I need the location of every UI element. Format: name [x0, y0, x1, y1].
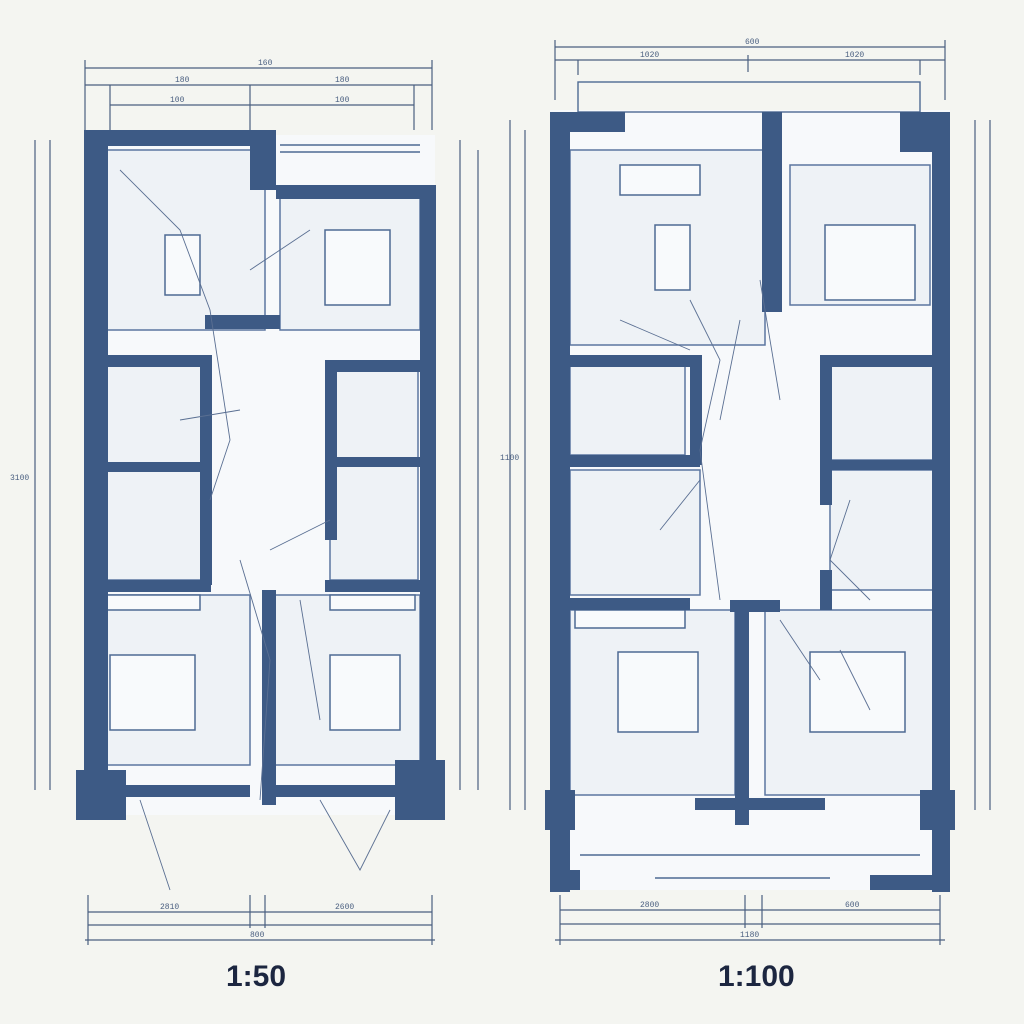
bed: [809, 651, 906, 733]
scale-label-left: 1:50: [226, 960, 287, 993]
bathroom-left: [99, 364, 206, 466]
dim-label: 100: [170, 96, 185, 105]
right-plan-bottom-dimensions: 2800 600 1180: [555, 895, 945, 945]
dim-label: 160: [258, 59, 273, 68]
dim-label: 1020: [640, 51, 659, 60]
left-plan-top-dimensions: 160 180 180 100 100: [84, 59, 433, 130]
dim-label: 600: [845, 901, 860, 910]
dim-label: 3100: [10, 474, 29, 483]
kitchen-left: [99, 469, 206, 581]
bed: [109, 654, 196, 731]
sofa: [164, 234, 201, 296]
dim-label: 180: [335, 76, 350, 85]
left-plan-side-dimensions: 3100: [10, 140, 479, 790]
left-plan-bottom-dimensions: 2810 2600 800: [85, 895, 435, 945]
dim-label: 2600: [335, 903, 354, 912]
bed: [329, 654, 401, 731]
dim-label: 600: [745, 38, 760, 47]
dim-label: 800: [250, 931, 265, 940]
window-seat: [619, 164, 701, 196]
scale-label-right: 1:100: [718, 960, 795, 993]
bathroom-right: [829, 364, 936, 461]
dim-label: 180: [175, 76, 190, 85]
kitchen-right: [829, 469, 936, 591]
right-plan-top-dimensions: 600 1020 1020: [554, 38, 946, 100]
right-plan-side-dimensions: 1100: [500, 120, 991, 810]
wardrobe: [329, 594, 416, 611]
kitchen-left: [569, 469, 701, 596]
bathroom-left: [569, 364, 686, 456]
bed: [617, 651, 699, 733]
dim-label: 2810: [160, 903, 179, 912]
wardrobe: [574, 609, 686, 629]
dim-label: 1100: [500, 454, 519, 463]
bed: [824, 224, 916, 301]
dim-label: 2800: [640, 901, 659, 910]
sofa: [654, 224, 691, 291]
right-floor-plan: [545, 81, 955, 892]
bed: [324, 229, 391, 306]
dim-label: 100: [335, 96, 350, 105]
kitchen-right: [329, 464, 419, 581]
left-floor-plan: [76, 130, 445, 891]
dim-label: 1020: [845, 51, 864, 60]
bathroom-right: [329, 369, 419, 461]
dim-label: 1180: [740, 931, 759, 940]
wardrobe: [104, 594, 201, 611]
